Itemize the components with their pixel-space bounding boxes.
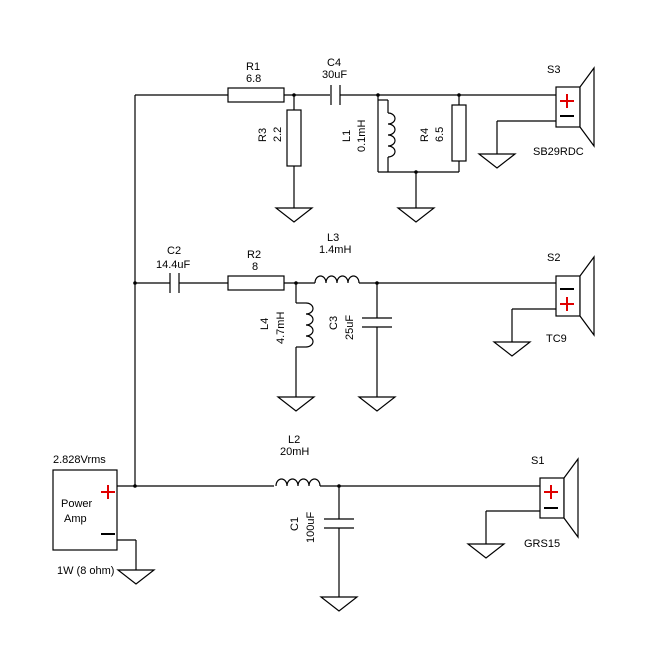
amp-power-note: 1W (8 ohm)	[57, 565, 114, 577]
s3-plus-icon	[560, 94, 574, 108]
s1-model: GRS15	[524, 538, 560, 550]
l1-value: 0.1mH	[356, 120, 368, 152]
r2-value: 8	[252, 261, 258, 273]
s2-model: TC9	[546, 333, 567, 345]
s3-ground-icon	[478, 145, 516, 169]
c1-ground-icon	[320, 588, 358, 612]
resistor-r2	[227, 275, 285, 291]
s1-ref: S1	[531, 455, 544, 467]
woofer-branch: L2 20mH C1 100uF S1 GRS15	[274, 434, 579, 612]
inductor-l2	[275, 478, 321, 487]
inductor-l3	[314, 275, 360, 284]
c2-value: 14.4uF	[156, 259, 191, 271]
s3-ref: S3	[547, 64, 560, 76]
speaker-s1-magnet	[539, 477, 565, 519]
l2-ref: L2	[288, 434, 300, 446]
l4-ref: L4	[259, 318, 271, 330]
amp-name-line1: Power	[61, 498, 93, 510]
amp-ground-icon	[117, 561, 155, 585]
r3-value: 2.2	[272, 127, 284, 142]
amp-plus-icon	[101, 485, 115, 499]
speaker-s1-cone	[563, 457, 579, 539]
inductor-l4	[305, 302, 314, 348]
c3-value: 25uF	[344, 315, 356, 340]
speaker-s1: S1 GRS15	[524, 455, 579, 550]
r3-ref: R3	[257, 128, 269, 142]
s2-ref: S2	[547, 252, 560, 264]
c4-value: 30uF	[322, 69, 347, 81]
s3-model: SB29RDC	[533, 146, 584, 158]
r4-value: 6.5	[434, 127, 446, 142]
inductor-l1	[387, 112, 396, 158]
s2-plus-icon	[560, 297, 574, 311]
speaker-s2-magnet	[555, 275, 581, 317]
r4-ref: R4	[419, 128, 431, 142]
c3-ref: C3	[328, 316, 340, 330]
s2-ground-icon	[493, 333, 531, 357]
junction-dots	[133, 93, 461, 488]
resistor-r3	[286, 109, 302, 167]
r3-ground-icon	[275, 199, 313, 223]
l1-ref: L1	[341, 130, 353, 142]
c3-ground-icon	[358, 388, 396, 412]
c1-ref: C1	[289, 517, 301, 531]
resistor-r1	[227, 87, 285, 103]
l2-value: 20mH	[280, 446, 309, 458]
r1-ref: R1	[246, 61, 260, 73]
resistor-r4	[451, 104, 467, 162]
main-bus-wire	[117, 95, 540, 487]
c4-ref: C4	[327, 57, 341, 69]
speaker-s2-cone	[579, 255, 595, 337]
c1-value: 100uF	[305, 512, 317, 543]
l4-value: 4.7mH	[275, 312, 287, 344]
midrange-branch: C2 14.4uF R2 8 L3 1.4mH L4 4.7mH C3 25uF	[135, 232, 595, 412]
amp-name-line2: Amp	[64, 513, 87, 525]
s1-plus-icon	[544, 485, 558, 499]
c2-ref: C2	[167, 245, 181, 257]
l3-value: 1.4mH	[319, 244, 351, 256]
l1-r4-ground-icon	[397, 199, 435, 223]
r1-value: 6.8	[246, 73, 261, 85]
speaker-s3-cone	[579, 66, 595, 148]
l3-ref: L3	[327, 232, 339, 244]
r2-ref: R2	[247, 249, 261, 261]
speaker-s2: S2 TC9	[546, 252, 595, 345]
amp-voltage-label: 2.828Vrms	[53, 454, 106, 466]
s1-ground-icon	[467, 535, 505, 559]
speaker-s3: S3 SB29RDC	[533, 64, 595, 158]
power-amp: 2.828Vrms Power Amp 1W (8 ohm)	[52, 454, 155, 585]
power-amp-box	[52, 469, 118, 551]
tweeter-branch: R1 6.8 R3 2.2 C4 30uF L1 0.1mH R4 6.5	[135, 57, 595, 223]
l4-ground-icon	[277, 388, 315, 412]
